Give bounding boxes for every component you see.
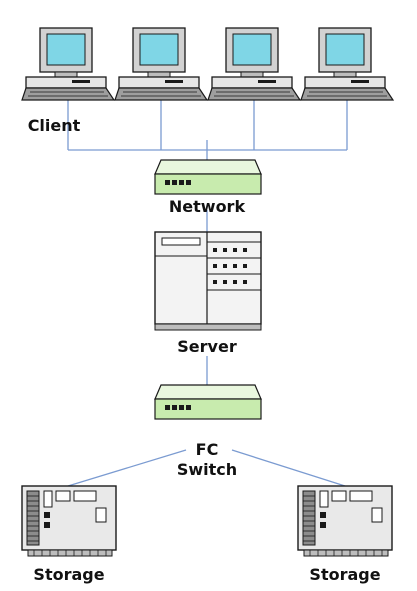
storage-array-icon [297,485,393,557]
server-cabinet-icon [154,231,262,331]
client-pc-icon [300,27,394,101]
link-fc-switch-to-storage-right [231,449,346,487]
link-fc-switch-to-storage-left [67,449,187,487]
network-label: Network [168,197,246,216]
storage-left-label: Storage [33,565,105,584]
client-pc-icon [114,27,208,101]
network-switch-icon [154,159,262,195]
connection-lines [67,100,348,487]
client-pc-icon [21,27,115,101]
fc-switch-label-line1: FC [195,440,219,459]
client-label: Client [27,116,81,135]
client-pc-icon [207,27,301,101]
storage-array-icon [21,485,117,557]
storage-right-label: Storage [309,565,381,584]
fc-switch-label-line2: Switch [176,460,238,479]
server-label: Server [177,337,237,356]
fc-switch-icon [154,384,262,420]
